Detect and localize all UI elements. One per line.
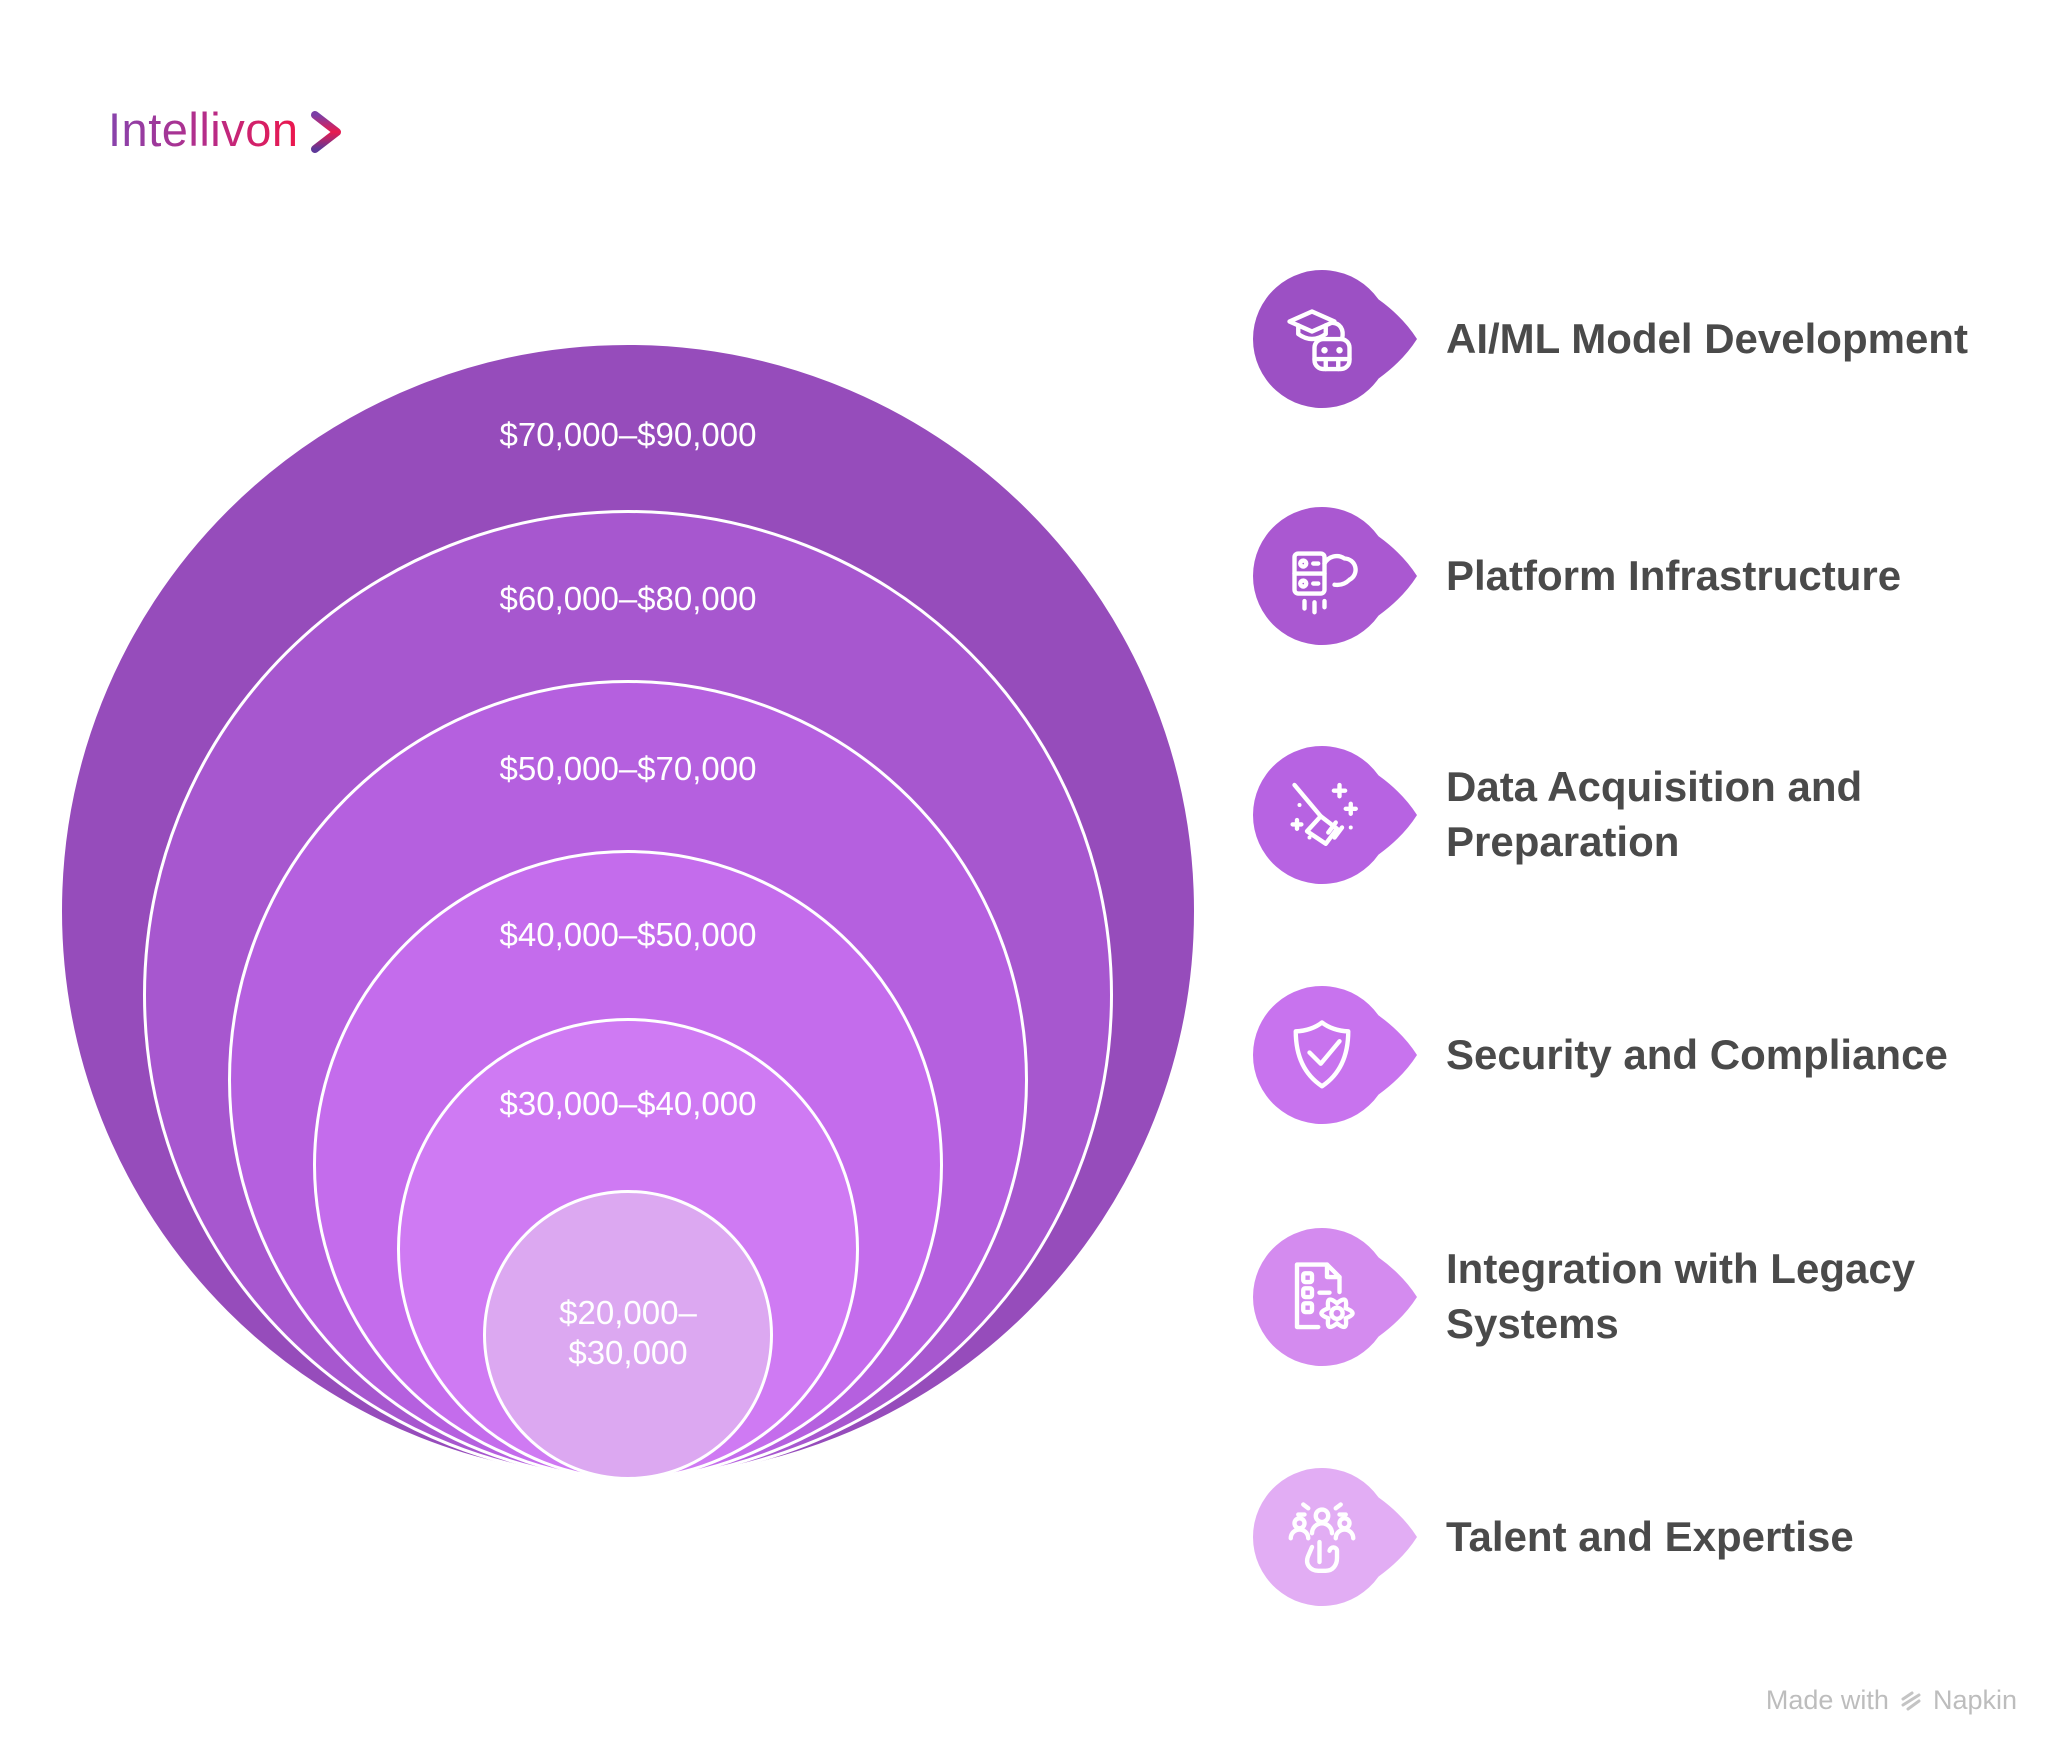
cost-range-label-1: $70,000–$90,000: [499, 416, 757, 453]
cost-range-label-4: $40,000–$50,000: [499, 916, 757, 953]
legend-item-security: Security and Compliance: [1252, 980, 1948, 1130]
legend-label: Platform Infrastructure: [1446, 551, 1902, 599]
legend-label: Data Acquisition and Preparation: [1446, 763, 1863, 865]
broom-sparkles-icon: [1290, 782, 1358, 846]
cost-range-label-3: $50,000–$70,000: [499, 750, 757, 787]
napkin-brand-text: Napkin: [1932, 1685, 2017, 1715]
legend-item-data-acquisition: Data Acquisition and Preparation: [1252, 740, 2006, 890]
legend-bubble: [1252, 740, 1424, 890]
brand-chevron-icon: [310, 110, 341, 153]
legend-item-integration: Integration with Legacy Systems: [1252, 1222, 2006, 1372]
bubble-shape: [1252, 746, 1417, 884]
napkin-logo-icon: [1901, 1691, 1921, 1710]
team-hand-icon: [1288, 1502, 1356, 1573]
cost-range-label-5: $30,000–$40,000: [499, 1085, 757, 1122]
server-cloud-icon: [1292, 551, 1358, 615]
cost-range-label-2: $60,000–$80,000: [499, 580, 757, 617]
legend-label: AI/ML Model Development: [1446, 314, 1968, 362]
document-gear-icon: [1294, 1262, 1355, 1330]
bubble-shape: [1252, 986, 1417, 1124]
cost-ring-6: [483, 1190, 773, 1480]
brand-name: Intellivon: [108, 103, 299, 156]
legend-bubble: [1252, 980, 1424, 1130]
made-with-text: Made with: [1765, 1685, 1889, 1715]
legend-bubble: [1252, 1222, 1424, 1372]
legend-item-talent: Talent and Expertise: [1252, 1462, 1854, 1612]
legend-bubble: [1252, 501, 1424, 651]
shield-check-icon: [1293, 1020, 1351, 1089]
legend-bubble: [1252, 264, 1424, 414]
legend-label: Integration with Legacy Systems: [1446, 1245, 1916, 1347]
bubble-shape: [1252, 1228, 1417, 1366]
bubble-shape: [1252, 507, 1417, 645]
legend-label: Security and Compliance: [1446, 1030, 1948, 1078]
legend-item-platform: Platform Infrastructure: [1252, 501, 1901, 651]
brand-logo: Intellivon: [108, 102, 345, 157]
legend-item-ai-ml: AI/ML Model Development: [1252, 264, 1968, 414]
napkin-credit: Made with Napkin: [1766, 1685, 2017, 1716]
graduation-robot-icon: [1287, 309, 1352, 372]
cost-range-label-6: $20,000–$30,000: [559, 1294, 697, 1371]
legend-bubble: [1252, 1462, 1424, 1612]
legend-label: Talent and Expertise: [1446, 1512, 1854, 1560]
